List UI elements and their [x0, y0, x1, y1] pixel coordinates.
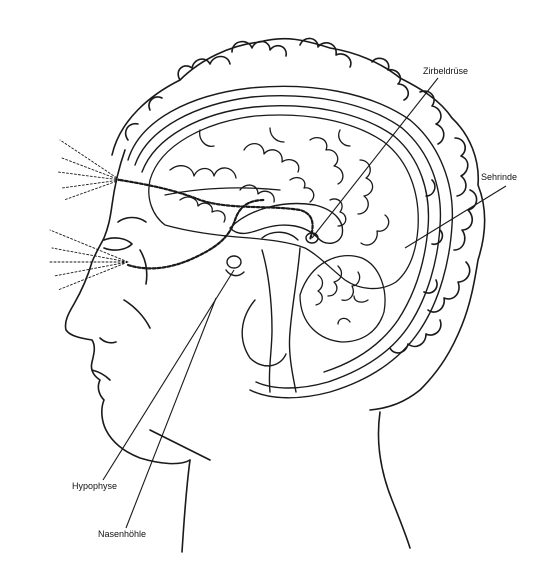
light-rays — [50, 140, 128, 290]
neck — [150, 412, 410, 552]
label-pituitary: Hypophyse — [72, 481, 117, 491]
pituitary-gland — [227, 256, 241, 268]
label-nasal-cavity: Nasenhöhle — [98, 529, 146, 539]
cerebellum — [300, 256, 385, 342]
label-visual-cortex: Sehrinde — [481, 172, 517, 182]
brainstem — [242, 248, 300, 392]
leader-nasal-cavity — [126, 298, 216, 528]
face-profile — [65, 150, 190, 464]
leader-lines — [103, 78, 506, 528]
leader-visual-cortex — [405, 186, 506, 248]
brain — [149, 115, 418, 289]
glands — [226, 233, 318, 276]
label-pineal: Zirbeldrüse — [423, 66, 468, 76]
